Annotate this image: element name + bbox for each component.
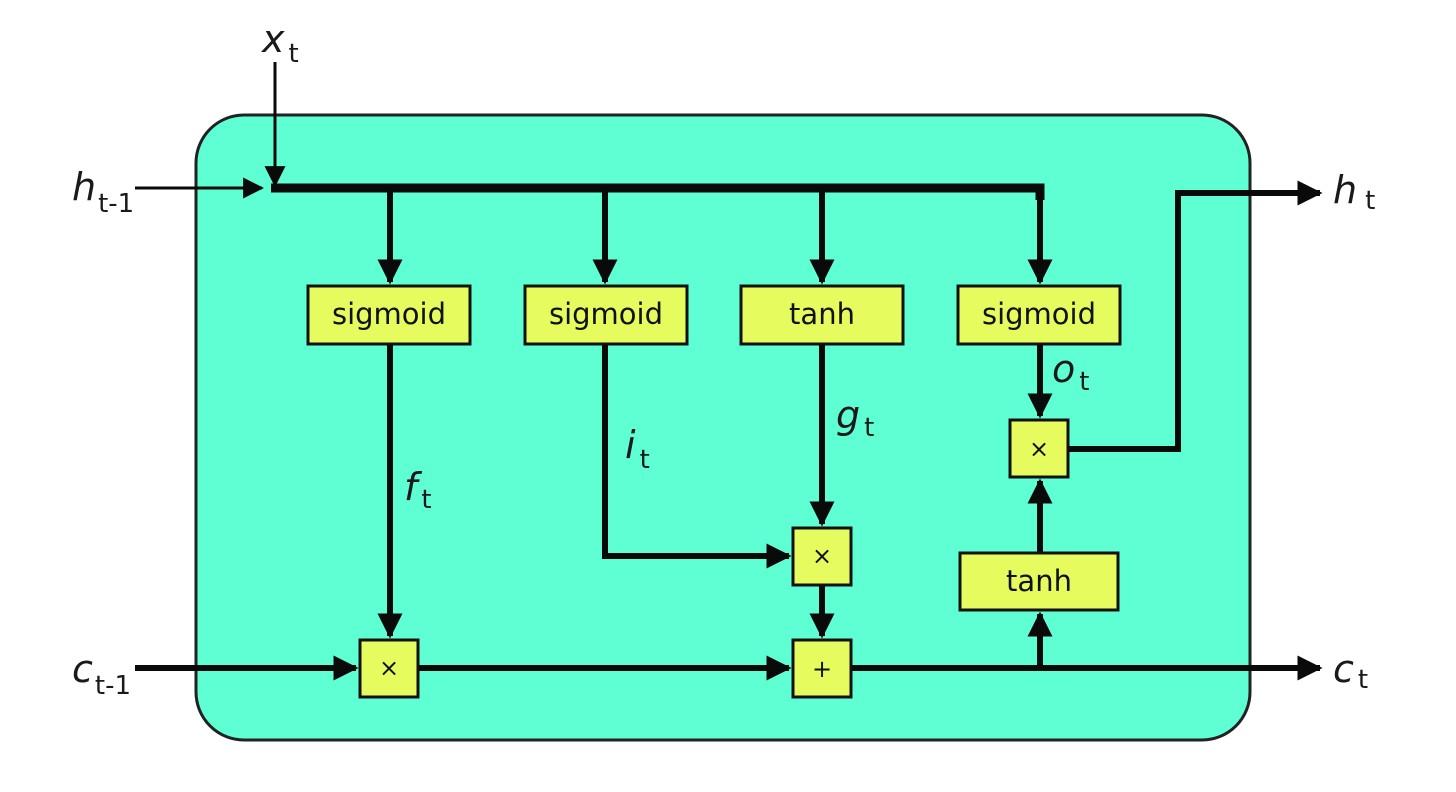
svg-text:×: ×	[1029, 435, 1049, 463]
svg-text:×: ×	[812, 542, 832, 570]
svg-text:sigmoid: sigmoid	[982, 297, 1096, 331]
input-multiply: ×	[791, 526, 853, 587]
h-out-line	[1068, 180, 1323, 452]
svg-text:×: ×	[379, 654, 399, 682]
svg-text:ct-1: ct-1	[72, 647, 131, 701]
forget-multiply: ×	[358, 638, 420, 699]
svg-text:ht-1: ht-1	[72, 165, 134, 219]
output-multiply: ×	[1008, 418, 1070, 479]
cell-container	[194, 113, 1252, 742]
forget-gate: sigmoid	[306, 284, 472, 346]
output-gate: sigmoid	[956, 284, 1122, 346]
input-c-prev: ct-1	[72, 647, 131, 701]
i-line	[602, 345, 792, 569]
svg-text:sigmoid: sigmoid	[549, 297, 663, 331]
svg-text:sigmoid: sigmoid	[332, 297, 446, 331]
candidate-gate: tanh	[739, 284, 905, 346]
input-gate: sigmoid	[523, 284, 689, 346]
input-h-prev: ht-1	[72, 165, 265, 219]
svg-text:tanh: tanh	[789, 297, 855, 331]
svg-text:+: +	[812, 655, 832, 683]
svg-text:tanh: tanh	[1006, 564, 1072, 598]
cell-tanh: tanh	[958, 551, 1120, 612]
svg-text:xt: xt	[261, 17, 299, 69]
cell-add: +	[791, 638, 853, 699]
